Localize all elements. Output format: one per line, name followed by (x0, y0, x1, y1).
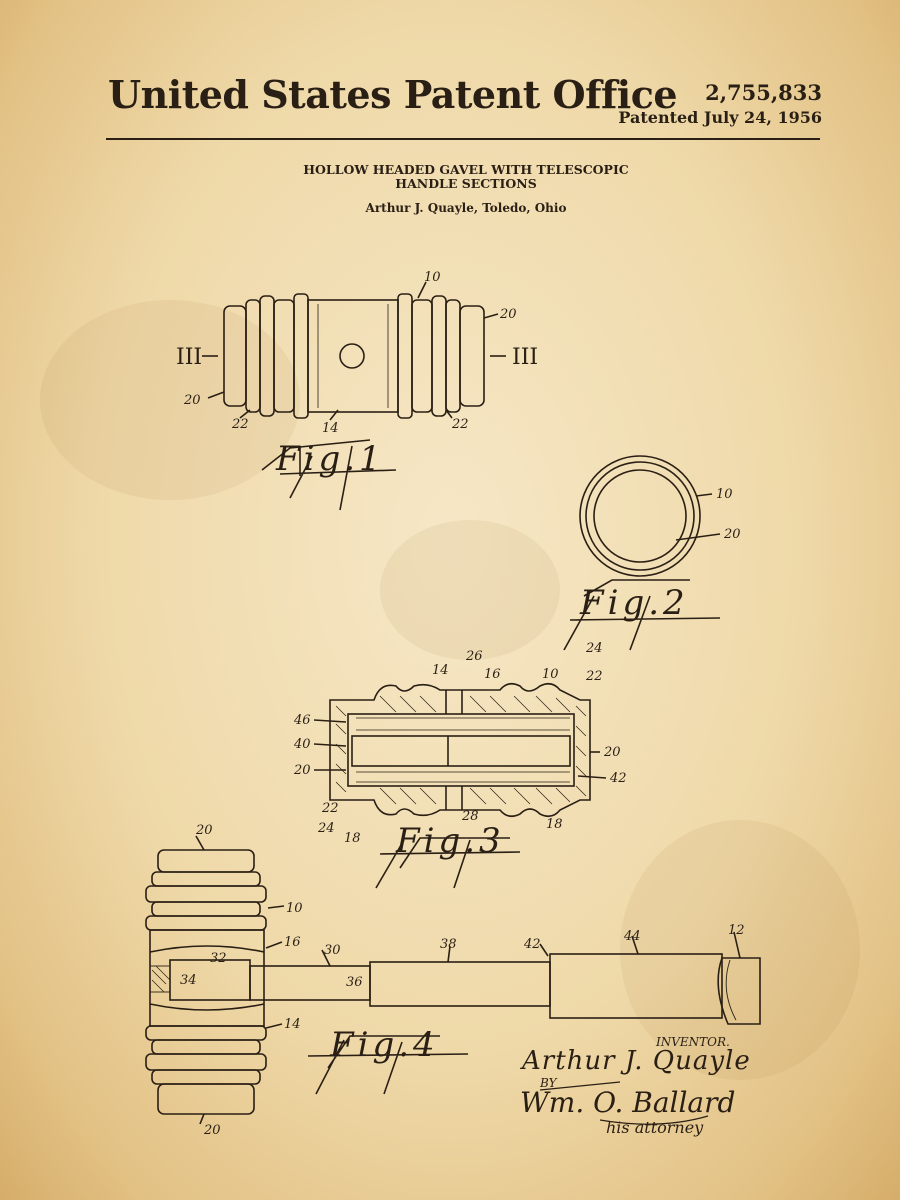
ref-label: 20 (183, 393, 201, 408)
figure-3-drawing (313, 682, 607, 889)
ref-label: 40 (293, 737, 311, 752)
ref-label: 10 (542, 667, 559, 682)
ref-label: 30 (324, 943, 341, 958)
patent-title: HOLLOW HEADED GAVEL WITH TELESCOPIC HAND… (200, 163, 732, 191)
by-label: BY (540, 1076, 557, 1090)
signature-flourish (539, 1081, 709, 1125)
figure-4-label: Fig.4 (329, 1025, 439, 1065)
ref-label: 18 (546, 817, 563, 832)
ref-label: 20 (499, 307, 517, 322)
patent-title-line1: HOLLOW HEADED GAVEL WITH TELESCOPIC (303, 162, 629, 177)
paper-stain (380, 520, 560, 660)
header-rule (106, 138, 820, 140)
ref-label: 14 (432, 663, 449, 678)
ref-label: 20 (723, 527, 741, 542)
section-mark-left: III (176, 345, 202, 370)
figure-3-label: Fig.3 (395, 821, 505, 861)
ref-label: 32 (210, 951, 227, 966)
ref-label: 24 (317, 821, 335, 836)
ref-label: 38 (440, 937, 457, 952)
patent-office-title: United States Patent Office (108, 72, 678, 117)
inventor-line: Arthur J. Quayle, Toledo, Ohio (365, 201, 567, 215)
paper-stain (40, 300, 300, 500)
ref-label: 10 (716, 487, 733, 502)
ref-label: 22 (231, 417, 249, 432)
patent-header: United States Patent Office 2,755,833 Pa… (0, 0, 900, 150)
ref-label: 16 (284, 935, 301, 950)
ref-label: 20 (195, 823, 213, 838)
ref-label: 42 (609, 771, 627, 786)
ref-label: 14 (284, 1017, 301, 1032)
figure-1-label: Fig.1 (275, 439, 385, 479)
patent-date: Patented July 24, 1956 (618, 108, 822, 127)
paper-stain (620, 820, 860, 1080)
ref-label: 12 (728, 923, 745, 938)
figure-2-drawing (563, 455, 721, 651)
ref-label: 36 (346, 975, 363, 990)
ref-label: 22 (451, 417, 469, 432)
ref-label: 34 (180, 973, 197, 988)
ref-label: 10 (424, 270, 441, 285)
ref-label: 16 (484, 667, 501, 682)
ref-label: 10 (286, 901, 303, 916)
ref-label: 14 (322, 421, 339, 436)
figure-2-label: Fig.2 (579, 583, 689, 623)
ref-label: 20 (293, 763, 311, 778)
ref-label: 22 (585, 669, 603, 684)
figure-1-drawing (202, 281, 506, 511)
inventor-signature: Arthur J. Quayle (522, 1046, 751, 1076)
patent-title-line2: HANDLE SECTIONS (395, 176, 537, 191)
ref-label: 28 (461, 809, 479, 824)
inventor-label: INVENTOR. (656, 1035, 730, 1049)
ref-label: 24 (585, 641, 603, 656)
ref-label: 20 (203, 1123, 221, 1138)
section-mark-right: III (512, 345, 538, 370)
ref-label: 22 (321, 801, 339, 816)
attorney-role: his attorney (606, 1118, 704, 1137)
ref-label: 46 (293, 713, 311, 728)
ref-label: 42 (523, 937, 541, 952)
ref-label: 18 (344, 831, 361, 846)
patent-number: 2,755,833 (705, 80, 822, 105)
ref-label: 20 (603, 745, 621, 760)
ref-label: 44 (623, 929, 641, 944)
figure-4-drawing (145, 835, 761, 1125)
attorney-signature: Wm. O. Ballard (520, 1086, 736, 1119)
ref-label: 26 (465, 649, 483, 664)
